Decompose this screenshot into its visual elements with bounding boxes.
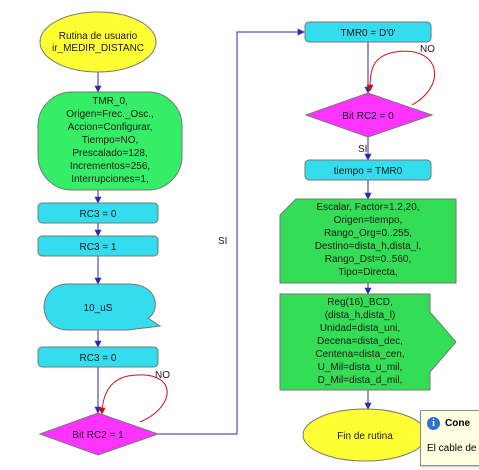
tmr-config-line: Incrementos=256, [70,161,150,172]
rc3-reset-0-label: RC3 = 0 [80,353,117,364]
delay-block: 10_uS [43,283,162,331]
tmr-config-block: TMR_0, Origen=Frec._Osc., Accion=Configu… [37,91,183,191]
bcd-line: D_Mil=dista_d_mil, [318,375,403,386]
decision-rc2-eq-1-label: Bit RC2 = 1 [72,430,124,441]
end-terminator: Fin de rutina [302,408,428,462]
scale-line: Destino=dista_h,dista_l, [315,241,421,252]
bcd-line: Decena=dista_dec, [317,336,403,347]
loop-arrow-no-1 [98,374,168,423]
scale-line: Escalar, Factor=1.2,20, [316,202,419,213]
label-no-1: NO [155,370,170,381]
scale-line: Tipo=Directa, [338,267,397,278]
tmr-config-line: Prescalado=128, [72,148,147,159]
rc3-set-1-box: RC3 = 1 [37,235,159,257]
tmr0-reset-label: TMR0 = D'0' [340,28,395,39]
notification-balloon[interactable]: i Cone El cable de [420,410,479,466]
rc3-set-0-label: RC3 = 0 [80,209,117,220]
bcd-line: (dista_h,dista_l) [325,310,396,321]
notification-title: Cone [445,418,470,429]
info-icon: i [427,417,440,430]
tmr-config-line: Interrupciones=1, [71,174,149,185]
bcd-line: U_Mil=dista_u_mil, [318,362,403,373]
scale-line: Rango_Org=0..255, [324,228,412,239]
delay-label: 10_uS [84,303,113,314]
label-si-2: SI [358,144,367,155]
scale-block: Escalar, Factor=1.2,20, Origen=tiempo, R… [279,198,457,284]
label-si-1: SI [218,236,227,247]
start-terminator: Rutina de usuario ir_MEDIR_DISTANC [39,11,157,73]
bcd-block: Reg(16)_BCD, (dista_h,dista_l) Unidad=di… [279,293,457,391]
decision-rc2-eq-0: Bit RC2 = 0 [304,92,434,138]
bcd-line: Reg(16)_BCD, [327,297,393,308]
rc3-set-1-label: RC3 = 1 [80,242,117,253]
start-label-line2: ir_MEDIR_DISTANC [52,43,144,54]
tmr-config-line: Accion=Configurar, [68,122,153,133]
tmr-config-line: TMR_0, [92,96,128,107]
connectors [94,28,372,435]
bcd-line: Centena=dista_cen, [315,349,404,360]
scale-line: Rango_Dst=0..560, [325,254,411,265]
rc3-reset-0-box: RC3 = 0 [37,346,159,368]
notification-body: El cable de [427,443,477,454]
arrow-si-to-tmr0 [158,28,305,435]
tiempo-assign-label: tiempo = TMR0 [334,166,403,177]
scale-line: Origen=tiempo, [334,215,403,226]
bcd-line: Unidad=dista_uni, [320,323,400,334]
decision-rc2-eq-1: Bit RC2 = 1 [38,412,160,456]
label-no-2: NO [420,44,435,55]
tiempo-assign-box: tiempo = TMR0 [304,159,432,181]
start-label-line1: Rutina de usuario [59,31,138,42]
decision-rc2-eq-0-label: Bit RC2 = 0 [342,111,394,122]
tmr-config-line: Tiempo=NO, [82,135,139,146]
tmr0-reset-box: TMR0 = D'0' [304,21,432,43]
rc3-set-0-box: RC3 = 0 [37,202,159,224]
tmr-config-line: Origen=Frec._Osc., [66,109,154,120]
loop-arrow-no-2 [366,50,436,106]
end-label: Fin de rutina [337,431,393,442]
